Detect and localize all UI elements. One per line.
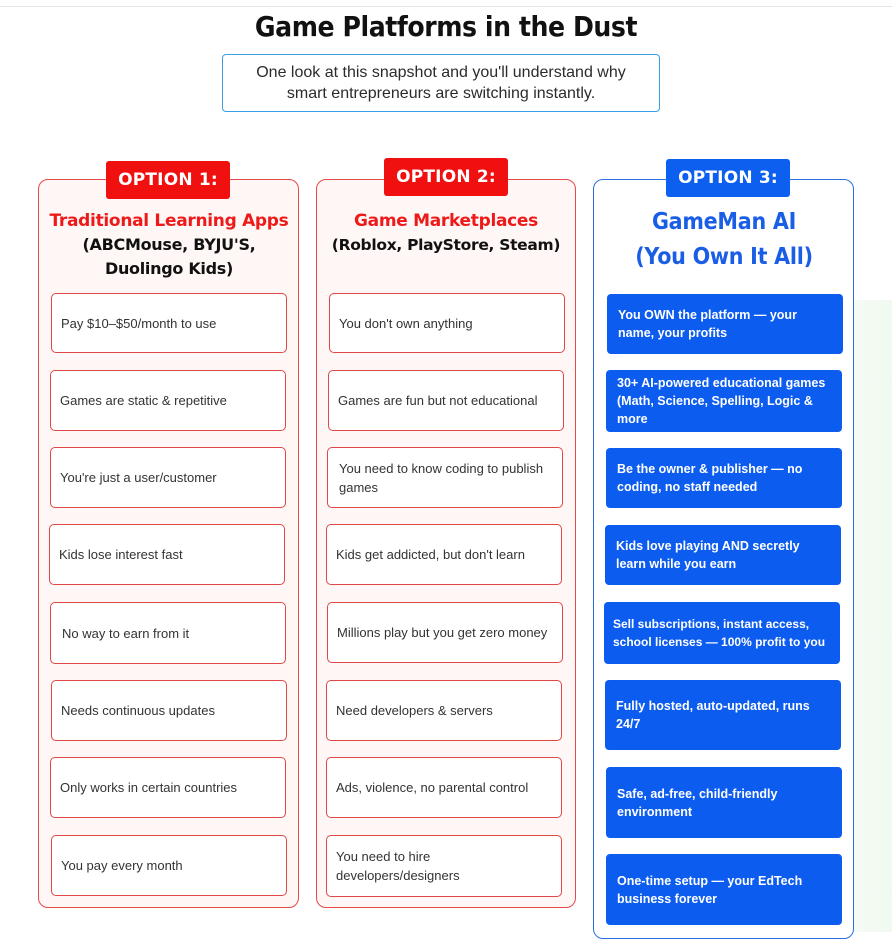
option-3-item: Be the owner & publisher — no coding, no… (606, 448, 842, 508)
option-2-item: You don't own anything (329, 293, 565, 353)
option-1-item: Only works in certain countries (50, 757, 286, 818)
option-1-item: Kids lose interest fast (49, 524, 285, 585)
option-2-heading-block: Game Marketplaces (Roblox, PlayStore, St… (322, 209, 570, 257)
option-3-subheading: (You Own It All) (635, 244, 813, 270)
subtitle-box: One look at this snapshot and you'll und… (222, 54, 660, 112)
option-1-item: Needs continuous updates (51, 680, 287, 741)
option-2-item: Kids get addicted, but don't learn (326, 524, 562, 585)
option-2-badge: OPTION 2: (384, 158, 508, 196)
option-3-heading-block: GameMan AI (You Own It All) (600, 205, 848, 275)
option-3-item: Kids love playing AND secretly learn whi… (605, 525, 841, 585)
option-3-item: One-time setup — your EdTech business fo… (606, 854, 842, 925)
option-1-item: No way to earn from it (50, 602, 286, 664)
option-2-item: You need to hire developers/designers (326, 835, 562, 897)
option-1-badge: OPTION 1: (106, 161, 230, 199)
page-title: Game Platforms in the Dust (254, 10, 638, 43)
option-2-item: Millions play but you get zero money (327, 602, 563, 663)
top-divider (0, 6, 892, 7)
option-1-item: Games are static & repetitive (50, 370, 286, 431)
option-3-badge: OPTION 3: (666, 159, 790, 197)
option-3-heading: GameMan AI (651, 209, 797, 235)
option-3-item: Safe, ad-free, child-friendly environmen… (606, 767, 842, 838)
option-3-item: 30+ AI-powered educational games (Math, … (606, 370, 842, 432)
option-2-heading: Game Marketplaces (354, 211, 538, 231)
option-3-item: Fully hosted, auto-updated, runs 24/7 (605, 680, 841, 750)
option-1-heading: Traditional Learning Apps (49, 211, 289, 231)
option-2-subheading: (Roblox, PlayStore, Steam) (331, 236, 561, 254)
option-3-item: Sell subscriptions, instant access, scho… (604, 602, 840, 664)
option-1-item: Pay $10–$50/month to use (51, 293, 287, 353)
option-1-heading-block: Traditional Learning Apps (ABCMouse, BYJ… (44, 209, 294, 281)
option-1-item: You pay every month (51, 835, 287, 896)
option-3-item: You OWN the platform — your name, your p… (607, 294, 843, 354)
option-2-item: Ads, violence, no parental control (326, 757, 562, 818)
option-2-item: Need developers & servers (326, 680, 562, 741)
option-2-item: You need to know coding to publish games (327, 447, 563, 508)
option-2-item: Games are fun but not educational (328, 370, 564, 431)
option-1-item: You're just a user/customer (50, 447, 286, 508)
option-1-subheading: (ABCMouse, BYJU'S, Duolingo Kids) (82, 235, 256, 278)
